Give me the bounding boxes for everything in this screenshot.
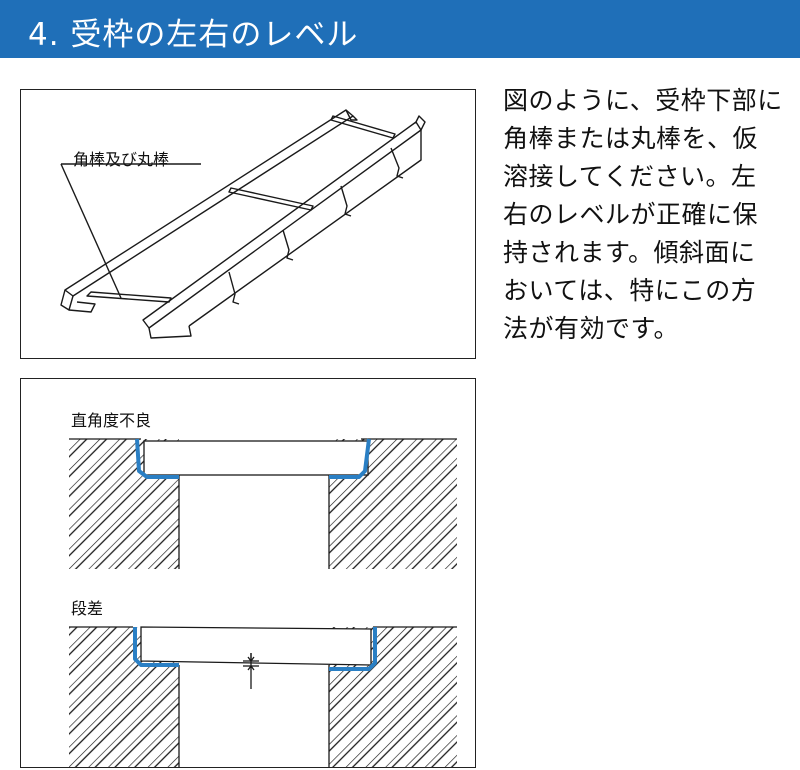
squareness-section bbox=[69, 438, 457, 569]
frame-perspective-figure: 角棒及び丸棒 bbox=[20, 89, 476, 359]
description-line: 溶接してください。左 bbox=[503, 162, 757, 191]
description-line: 図のように、受枠下部に bbox=[503, 86, 783, 115]
description-line: 持されます。傾斜面に bbox=[503, 238, 756, 267]
step-section bbox=[69, 626, 457, 767]
frame-perspective-drawing bbox=[60, 109, 426, 339]
squareness-label: 直角度不良 bbox=[71, 411, 152, 430]
description-line: おいては、特にこの方 bbox=[503, 276, 757, 305]
cross-section-figure: 直角度不良 段差 bbox=[20, 378, 476, 768]
description-line: 法が有効です。 bbox=[503, 314, 680, 343]
section-title: 4. 受枠の左右のレベル bbox=[28, 17, 359, 53]
description-text: 図のように、受枠下部に 角棒または丸棒を、仮 溶接してください。左 右のレベルが… bbox=[503, 82, 793, 348]
section-header: 4. 受枠の左右のレベル bbox=[0, 0, 800, 58]
step-label: 段差 bbox=[71, 599, 104, 618]
description-line: 右のレベルが正確に保 bbox=[503, 200, 759, 229]
cross-section-drawing bbox=[69, 438, 457, 767]
description-line: 角棒または丸棒を、仮 bbox=[503, 124, 759, 153]
